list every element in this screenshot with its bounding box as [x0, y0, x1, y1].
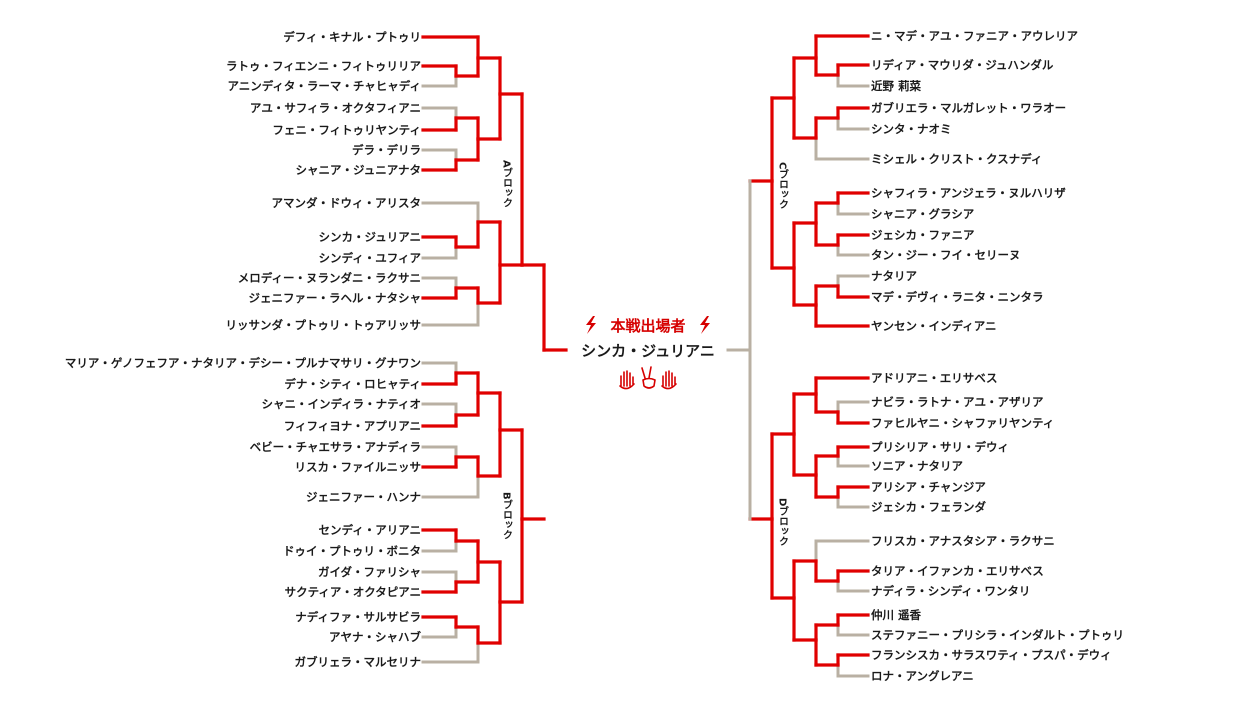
entrant-name: ニ・マデ・アユ・ファニア・アウレリア [871, 29, 1078, 43]
entrant-name: マリア・ゲノフェフア・ナタリア・デシー・プルナマサリ・グナワン [65, 356, 421, 370]
entrant-name: ジェシカ・ファニア [871, 228, 975, 242]
entrant-name: アニンディタ・ラーマ・チャヒャディ [227, 79, 421, 93]
entrant-name: アドリアニ・エリサベス [871, 371, 998, 385]
entrant-labels: デフィ・キナル・プトゥリラトゥ・フィエンニ・フィトゥリリアアニンディタ・ラーマ・… [65, 29, 1124, 683]
block-label: Dブロック [777, 498, 789, 546]
entrant-name: シンカ・ジュリアニ [319, 230, 421, 244]
entrant-name: シンタ・ナオミ [871, 122, 952, 136]
entrant-name: フランシスカ・サラスワティ・プスパ・デウィ [871, 648, 1112, 662]
entrant-name: デフィ・キナル・プトゥリ [283, 30, 421, 44]
entrant-name: センディ・アリアニ [319, 523, 421, 537]
block-label: Bブロック [501, 492, 513, 540]
entrant-name: ラトゥ・フィエンニ・フィトゥリリア [226, 59, 422, 73]
entrant-name: ガブリェラ・マルセリナ [295, 655, 422, 669]
entrant-name: ヤンセン・インディアニ [871, 319, 996, 333]
entrant-name: ガイダ・ファリシャ [318, 565, 421, 579]
entrant-name: フェニ・フィトゥリヤンティ [272, 123, 421, 137]
entrant-name: ファヒルヤニ・シャファリヤンティ [871, 416, 1054, 430]
block-label: Cブロック [777, 162, 789, 209]
entrant-name: ナタリア [871, 269, 917, 283]
entrant-name: シャニ・インディラ・ナティオ [261, 397, 421, 411]
entrant-name: サクティア・オクタピアニ [285, 585, 421, 599]
block-label: Aブロック [501, 160, 513, 208]
entrant-name: デラ・デリラ [352, 143, 421, 157]
entrant-name: シャニア・グラシア [871, 207, 975, 221]
entrant-name: メロディー・ヌランダニ・ラクサニ [238, 271, 421, 285]
entrant-name: ジェニファー・ハンナ [306, 490, 421, 504]
qualifier-heading: 本戦出場者 [610, 317, 685, 335]
entrant-name: マデ・デヴィ・ラニタ・ニンタラ [871, 290, 1044, 304]
entrant-name: リディア・マウリダ・ジュハンダル [871, 58, 1054, 72]
lightning-right-icon [700, 316, 710, 334]
entrant-name: タン・ジー・フイ・セリーヌ [871, 248, 1021, 262]
entrant-name: ソニア・ナタリア [871, 459, 963, 473]
entrant-name: ジェニファー・ラヘル・ナタシャ [249, 291, 422, 305]
entrant-name: ベビー・チャエサラ・アナディラ [250, 440, 421, 454]
entrant-name: ドゥイ・プトゥリ・ボニタ [283, 544, 421, 558]
entrant-name: シンディ・ユフィア [319, 251, 422, 265]
entrant-name: ステファニー・プリシラ・インダルト・プトゥリ [871, 628, 1124, 642]
entrant-name: 仲川 遥香 [871, 608, 922, 622]
entrant-name: アヤナ・シャハブ [329, 630, 421, 644]
entrant-name: アマンダ・ドウィ・アリスタ [272, 196, 422, 210]
entrant-name: シャフィラ・アンジェラ・ヌルハリザ [871, 186, 1066, 200]
entrant-name: ナビラ・ラトナ・アユ・アザリア [871, 395, 1044, 409]
hand-open-icon [661, 370, 677, 390]
block-labels: Aブロック Bブロック Cブロック Dブロック [501, 160, 789, 546]
champion-panel: 本戦出場者 シンカ・ジュリアニ [581, 316, 715, 390]
entrant-name: ロナ・アングレアニ [871, 669, 974, 683]
bracket-lines [421, 34, 870, 678]
entrant-name: タリア・イファンカ・エリサベス [871, 564, 1044, 578]
entrant-name: ミシェル・クリスト・クスナディ [871, 152, 1042, 166]
entrant-name: プリシリア・サリ・デウィ [871, 440, 1009, 454]
hand-open-icon [619, 370, 635, 390]
hand-peace-icon [641, 366, 656, 389]
entrant-name: ナディラ・シンディ・ワンタリ [871, 584, 1030, 598]
entrant-name: デナ・シティ・ロヒャティ [284, 377, 421, 391]
lightning-left-icon [586, 316, 596, 334]
entrant-name: 近野 莉菜 [871, 79, 922, 93]
entrant-name: ナディファ・サルサビラ [295, 610, 421, 624]
champion-name: シンカ・ジュリアニ [581, 342, 715, 360]
entrant-name: アリシア・チャンジア [871, 480, 986, 494]
entrant-name: フィフィヨナ・アプリアニ [284, 419, 421, 433]
entrant-name: フリスカ・アナスタシア・ラクサニ [871, 534, 1055, 548]
entrant-name: ガブリエラ・マルガレット・ワラオー [871, 101, 1066, 115]
entrant-name: リッサンダ・プトゥリ・トゥアリッサ [226, 318, 422, 332]
entrant-name: リスカ・ファイルニッサ [295, 460, 422, 474]
entrant-name: シャニア・ジュニアナタ [296, 163, 421, 177]
entrant-name: アユ・サフィラ・オクタフィアニ [250, 101, 421, 115]
entrant-name: ジェシカ・フェランダ [871, 500, 986, 514]
